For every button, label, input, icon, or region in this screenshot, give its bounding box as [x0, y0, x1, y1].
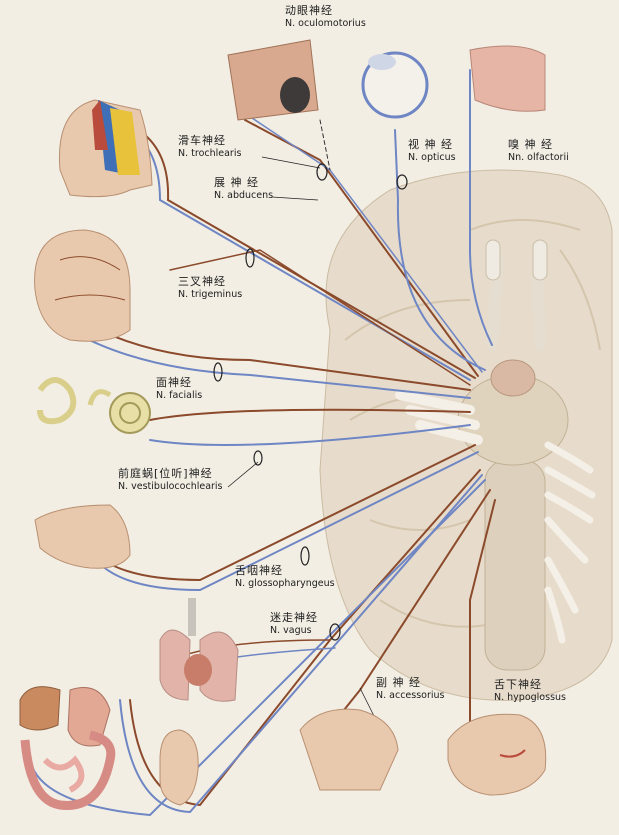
label-abducens: 展 神 经 N. abducens	[214, 176, 273, 202]
label-accessorius-la: N. accessorius	[376, 690, 445, 701]
label-oculomotorius-zh: 动眼神经	[285, 4, 333, 17]
brain-underside	[319, 169, 613, 701]
face-illustration-lower	[34, 504, 131, 569]
label-trochlearis-la: N. trochlearis	[178, 148, 242, 159]
label-olfactorii-zh: 嗅 神 经	[508, 138, 553, 151]
nerve-ring-markers	[213, 163, 408, 641]
label-facialis-la: N. facialis	[156, 390, 203, 401]
label-accessorius: 副 神 经 N. accessorius	[376, 676, 445, 702]
label-olfactorii: 嗅 神 经 Nn. olfactorii	[508, 138, 569, 164]
label-accessorius-zh: 副 神 经	[376, 676, 421, 689]
orbit-illustration	[227, 39, 319, 121]
label-opticus-la: N. opticus	[408, 152, 456, 163]
label-trochlearis: 滑车神经 N. trochlearis	[178, 134, 241, 160]
nasal-cavity-illustration	[469, 45, 546, 112]
label-trochlearis-zh: 滑车神经	[178, 134, 226, 147]
inner-ear-illustration	[37, 377, 151, 434]
label-vagus-la: N. vagus	[270, 625, 312, 636]
thorax-organs-illustration	[159, 598, 239, 702]
label-oculomotorius: 动眼神经 N. oculomotorius	[285, 4, 366, 30]
label-hypoglossus-la: N. hypoglossus	[494, 692, 566, 703]
label-glossopharyngeus-la: N. glossopharyngeus	[235, 578, 335, 589]
head-illustration-middle	[34, 229, 131, 342]
label-abducens-zh: 展 神 经	[214, 176, 259, 189]
abdominal-organs-illustration	[19, 686, 116, 810]
label-oculomotorius-la: N. oculomotorius	[285, 18, 366, 29]
label-olfactorii-la: Nn. olfactorii	[508, 152, 569, 163]
label-trigeminus-la: N. trigeminus	[178, 289, 243, 300]
label-abducens-la: N. abducens	[214, 190, 274, 201]
label-vestibulocochlearis-zh: 前庭蜗[位听]神经	[118, 467, 213, 480]
eyeball-illustration	[361, 51, 429, 119]
ear-illustration	[159, 729, 199, 806]
label-facialis: 面神经 N. facialis	[156, 376, 202, 402]
label-vestibulocochlearis-la: N. vestibulocochlearis	[118, 481, 223, 492]
label-trigeminus: 三叉神经 N. trigeminus	[178, 275, 242, 301]
label-glossopharyngeus: 舌咽神经 N. glossopharyngeus	[235, 564, 335, 590]
label-vestibulocochlearis: 前庭蜗[位听]神经 N. vestibulocochlearis	[118, 467, 223, 493]
label-opticus-zh: 视 神 经	[408, 138, 453, 151]
neck-illustration	[299, 708, 399, 791]
label-facialis-zh: 面神经	[156, 376, 192, 389]
head-illustration-top	[58, 99, 153, 198]
label-trigeminus-zh: 三叉神经	[178, 275, 226, 288]
label-opticus: 视 神 经 N. opticus	[408, 138, 456, 164]
label-hypoglossus: 舌下神经 N. hypoglossus	[494, 678, 566, 704]
label-vagus: 迷走神经 N. vagus	[270, 611, 318, 637]
label-glossopharyngeus-zh: 舌咽神经	[235, 564, 283, 577]
jaw-illustration	[447, 713, 547, 796]
label-vagus-zh: 迷走神经	[270, 611, 318, 624]
label-hypoglossus-zh: 舌下神经	[494, 678, 542, 691]
